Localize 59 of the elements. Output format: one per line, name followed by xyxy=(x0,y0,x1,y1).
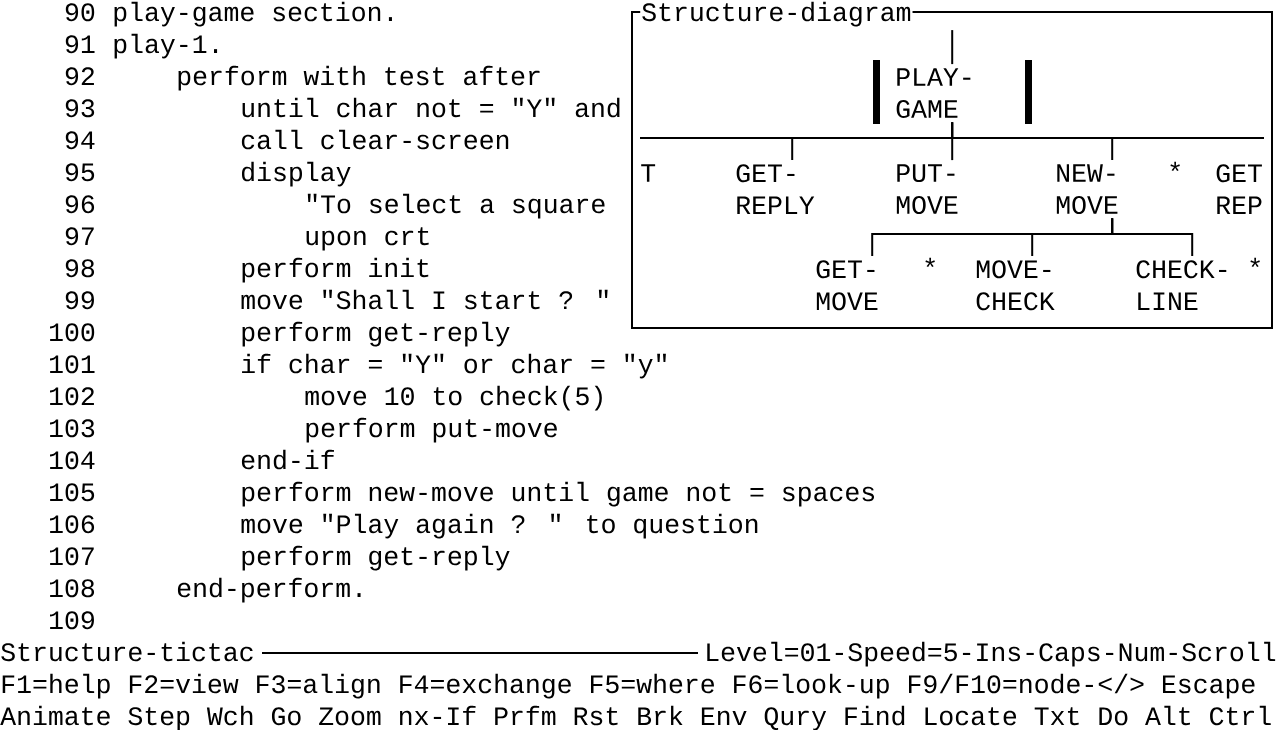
code-line: until char not = "Y" and xyxy=(242,97,620,118)
code-line: upon crt xyxy=(306,227,429,251)
iteration-mark: * xyxy=(1170,161,1180,172)
module-name: GET REP xyxy=(1216,164,1262,214)
line-number: 95 xyxy=(65,163,95,182)
module-name: GET- MOVE xyxy=(816,260,878,311)
line-number: 105 xyxy=(50,483,95,502)
line-number: 104 xyxy=(50,451,95,470)
line-number: 106 xyxy=(50,515,95,534)
code-line: move "Play again ? " to question xyxy=(241,513,758,539)
bracketed-box: PLAY- GAME xyxy=(873,60,1032,124)
module-name: MOVE- CHECK xyxy=(976,260,1055,311)
module-name: CHECK- LINE xyxy=(1136,260,1227,310)
module-name: NEW- MOVE xyxy=(1056,164,1118,214)
line-number: 107 xyxy=(50,547,94,566)
code-line: perform get-reply xyxy=(242,321,510,347)
line-number: 98 xyxy=(65,259,95,278)
code-line: play-1. xyxy=(114,33,218,59)
code-line: "To select a square xyxy=(307,193,605,219)
code-line: end-perform. xyxy=(177,577,361,603)
node-label: PLAY- GAME xyxy=(896,68,971,119)
code-line: call clear-screen xyxy=(241,129,509,150)
line-number: 109 xyxy=(50,611,94,630)
line-number: 94 xyxy=(65,131,95,150)
status-text: Animate Step Wch Go Zoom nx-If Prfm Rst Brk Env Qury Find Locate Txt Do Alt Ctrl xyxy=(0,705,1271,730)
code-line: display xyxy=(242,161,351,187)
code-line: perform with test after xyxy=(178,65,540,91)
connector-line xyxy=(1111,217,1194,258)
line-number: 97 xyxy=(65,227,94,246)
module-name: GET- REPLY xyxy=(736,164,815,214)
code-line: perform put-move xyxy=(306,417,557,443)
code-line: if char = "Y" or char = "y" xyxy=(242,353,666,379)
connector-line xyxy=(951,29,954,66)
line-number: 102 xyxy=(50,387,94,406)
iteration-mark: * xyxy=(925,257,935,268)
iteration-mark: * xyxy=(1250,257,1260,268)
code-line: move 10 to check(5) xyxy=(305,385,602,411)
code-line: perform new-move until game not = spaces xyxy=(242,481,874,507)
line-number: 91 xyxy=(65,35,95,54)
line-number: 99 xyxy=(65,291,94,310)
status-text: Level=01-Speed=5-Ins-Caps-Num-Scroll xyxy=(707,641,1276,667)
code-line: play-game section. xyxy=(114,1,392,27)
connector-line xyxy=(951,121,1114,162)
line-number: 90 xyxy=(65,3,95,22)
code-line: move "Shall I start ? " xyxy=(241,289,608,310)
line-number: 96 xyxy=(65,195,95,214)
line-number: 92 xyxy=(65,67,94,86)
code-line: perform get-reply xyxy=(242,545,510,571)
line-number: 101 xyxy=(50,355,95,374)
line-number: 100 xyxy=(50,323,95,342)
status-text: F1=help F2=view F3=align F4=exchange F5=where F6=look-up F9/F10=node-</> Escape xyxy=(2,673,1255,699)
line-number: 93 xyxy=(65,99,95,118)
module-name: PUT- MOVE xyxy=(896,164,958,214)
module-name: T xyxy=(641,164,656,182)
code-line: end-if xyxy=(241,449,334,470)
line-number: 108 xyxy=(50,579,95,598)
line-number: 103 xyxy=(50,419,95,438)
status-text: Structure-tictac xyxy=(1,641,253,662)
code-line: perform init xyxy=(242,257,429,283)
